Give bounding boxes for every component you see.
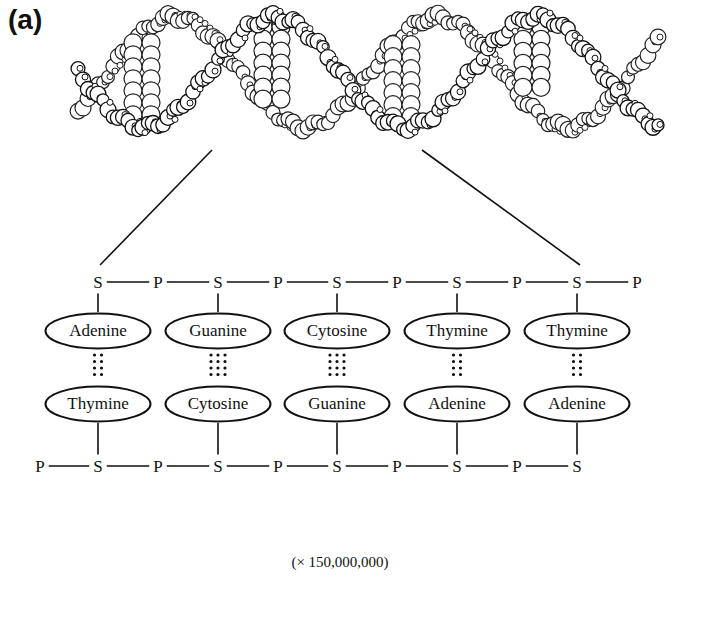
- magnification-caption: (× 150,000,000): [291, 554, 388, 571]
- phosphate-label: P: [392, 458, 401, 475]
- sugar-base-bond: [97, 423, 99, 455]
- sugar-label: S: [332, 458, 341, 475]
- bond-dots: [100, 355, 103, 381]
- base-oval: Adenine: [523, 385, 631, 423]
- phosphate-label: P: [153, 458, 162, 475]
- backbone-bond: [167, 281, 210, 283]
- front-strand: [71, 6, 664, 139]
- base-name: Guanine: [189, 322, 247, 341]
- backbone-bond: [227, 465, 270, 467]
- sugar-label: S: [93, 458, 102, 475]
- phosphate-label: P: [512, 458, 521, 475]
- sugar-label: S: [572, 274, 581, 291]
- base-name: Cytosine: [188, 395, 248, 414]
- base-name: Thymine: [426, 322, 487, 341]
- phosphate-label: P: [273, 458, 282, 475]
- bracket-line: [422, 150, 580, 265]
- base-oval: Guanine: [283, 385, 391, 423]
- sugar-base-bond: [217, 423, 219, 455]
- sugar-base-bond: [576, 294, 578, 313]
- sugar-label: S: [93, 274, 102, 291]
- backbone-bond: [167, 465, 210, 467]
- backbone-lines: [49, 282, 629, 466]
- sugar-base-bond: [456, 423, 458, 455]
- bond-dots: [459, 355, 462, 381]
- backbone-bond: [107, 281, 150, 283]
- base-oval: Guanine: [164, 312, 272, 350]
- hydrogen-bond: [95, 355, 102, 381]
- phosphate-label: P: [392, 274, 401, 291]
- bracket-line: [100, 150, 212, 265]
- phosphate-label: P: [273, 274, 282, 291]
- base-name: Cytosine: [307, 322, 367, 341]
- sugar-base-bond: [97, 294, 99, 313]
- sugar-label: S: [332, 274, 341, 291]
- base-oval: Thymine: [44, 385, 152, 423]
- base-name: Adenine: [69, 322, 127, 341]
- backbone-bond: [466, 281, 509, 283]
- bond-dots: [579, 355, 582, 381]
- bond-dots: [328, 355, 331, 381]
- backbone-bond: [346, 281, 389, 283]
- phosphate-label: P: [512, 274, 521, 291]
- sugar-base-bond: [576, 423, 578, 455]
- backbone-bond: [287, 465, 329, 467]
- sugar-label: S: [213, 458, 222, 475]
- backbone-bond: [287, 281, 329, 283]
- hydrogen-bond: [330, 355, 344, 381]
- sugar-label: S: [213, 274, 222, 291]
- base-stacks: [124, 18, 550, 126]
- backbone-bond: [49, 465, 90, 467]
- backbone-bond: [406, 281, 449, 283]
- base-name: Adenine: [548, 395, 606, 414]
- base-oval: Thymine: [403, 312, 511, 350]
- sugar-base-bond: [336, 423, 338, 455]
- phosphate-label: P: [632, 274, 641, 291]
- back-strand: [70, 5, 666, 139]
- backbone-bond: [526, 281, 569, 283]
- sugar-label: S: [572, 458, 581, 475]
- backbone-bond: [227, 281, 270, 283]
- sugar-label: S: [452, 458, 461, 475]
- base-oval: Adenine: [403, 385, 511, 423]
- base-oval: Cytosine: [283, 312, 391, 350]
- phosphate-label: P: [35, 458, 44, 475]
- base-oval: Thymine: [523, 312, 631, 350]
- sugar-base-bond: [217, 294, 219, 313]
- backbone-bond: [406, 465, 449, 467]
- base-name: Thymine: [67, 395, 128, 414]
- base-name: Guanine: [308, 395, 366, 414]
- bond-dots: [342, 355, 345, 381]
- backbone-bond: [466, 465, 509, 467]
- backbone-bond: [586, 281, 629, 283]
- hydrogen-bond: [211, 355, 225, 381]
- hydrogen-bond: [454, 355, 461, 381]
- base-name: Adenine: [428, 395, 486, 414]
- sugar-base-bond: [456, 294, 458, 313]
- bond-dots: [223, 355, 226, 381]
- bond-dots: [216, 355, 219, 381]
- bond-dots: [209, 355, 212, 381]
- panel-label: (a): [8, 6, 42, 34]
- base-oval: Cytosine: [164, 385, 272, 423]
- phosphate-label: P: [153, 274, 162, 291]
- base-name: Thymine: [546, 322, 607, 341]
- hydrogen-bond: [574, 355, 581, 381]
- bond-dots: [93, 355, 96, 381]
- backbone-bond: [107, 465, 150, 467]
- backbone-bond: [526, 465, 569, 467]
- sugar-base-bond: [336, 294, 338, 313]
- bond-dots: [335, 355, 338, 381]
- sugar-label: S: [452, 274, 461, 291]
- backbone-bond: [346, 465, 389, 467]
- base-oval: Adenine: [44, 312, 152, 350]
- bond-dots: [452, 355, 455, 381]
- bond-dots: [572, 355, 575, 381]
